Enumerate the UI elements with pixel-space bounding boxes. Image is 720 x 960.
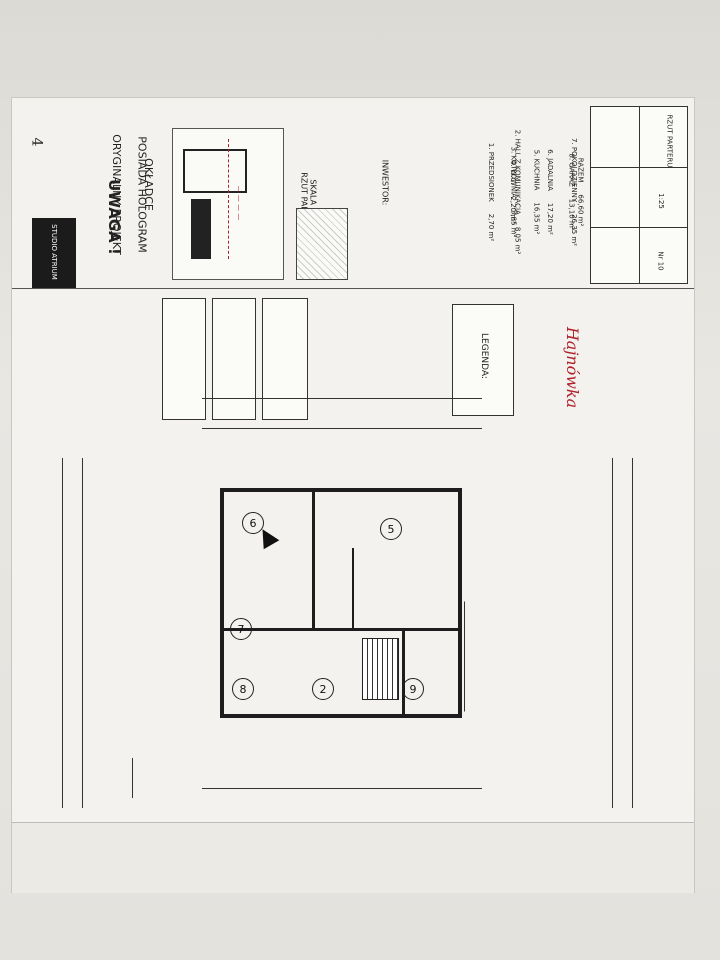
wall-inner-v3 xyxy=(352,548,354,628)
dim-line-left xyxy=(62,458,63,808)
room-number-6: 6 xyxy=(242,512,264,534)
dim-line-top xyxy=(202,398,482,399)
room-schedule-area: 2,70 m² xyxy=(487,213,496,242)
legend-title: LEGENDA: xyxy=(478,333,489,379)
note-box-3 xyxy=(262,298,308,420)
header-band: STUDIO ATRIUM 4 UWAGA ! ORYGINALNY PROJE… xyxy=(12,98,694,289)
note-box-2 xyxy=(212,298,256,420)
studio-logo: STUDIO ATRIUM xyxy=(32,218,76,288)
logo-text: STUDIO ATRIUM xyxy=(50,224,58,280)
room-schedule-num: 8. xyxy=(567,153,576,161)
room-schedule-name: GARAŻ xyxy=(567,162,576,187)
page-number-mark: 4 xyxy=(28,137,45,147)
original-project-note: UWAGA ! ORYGINALNY PROJEKT POSIADA HOLOG… xyxy=(82,118,168,278)
red-annotation: — — — — xyxy=(234,185,243,221)
title-block: RZUT PARTERU 1:25 Nr 10 xyxy=(590,106,688,284)
wall-top xyxy=(220,488,460,492)
titleblock-scale: 1:25 xyxy=(656,193,665,209)
wall-inner-v2 xyxy=(402,628,405,718)
room-schedule-area: 2,20 m² xyxy=(508,196,517,224)
dim-line-right-2 xyxy=(632,458,633,808)
dim-line-top-2 xyxy=(202,428,482,429)
wall-inner-v xyxy=(312,488,315,628)
note-box-1 xyxy=(162,298,206,420)
room-schedule-num: 6. xyxy=(545,149,554,156)
titleblock-sheet: RZUT PARTERU xyxy=(665,114,674,168)
section-detail-1: — — — — xyxy=(172,128,284,280)
wall-inner-h xyxy=(220,628,460,631)
titleblock-number: Nr 10 xyxy=(656,251,665,271)
room-schedule-area: 13,10 m² xyxy=(567,198,576,231)
room-number-7: 7 xyxy=(230,618,252,640)
dim-line-bottom xyxy=(202,788,482,789)
room-schedule-num: 7. xyxy=(569,138,578,145)
room-schedule-num: 4. xyxy=(508,160,517,167)
room-schedule-name: W.C. xyxy=(508,169,517,185)
elevation-notes xyxy=(132,758,183,798)
room-schedule-num: 1. xyxy=(487,142,496,150)
dim-line-right xyxy=(612,458,613,808)
legend-box: LEGENDA: xyxy=(452,304,514,416)
room-schedule-name: RAZEM xyxy=(576,157,585,183)
garage-slope xyxy=(464,601,505,725)
wall-right xyxy=(458,488,462,718)
room-schedule-row: 5. KUCHNIA 16,35 m² xyxy=(532,150,540,235)
room-schedule-row: 4. W.C. 2,20 m² xyxy=(509,160,517,224)
section-detail-2b xyxy=(296,208,348,280)
room-schedule-num: 3. xyxy=(509,146,518,154)
bottom-strip xyxy=(12,822,694,893)
floor-plan xyxy=(212,488,512,725)
room-schedule-area: 17,20 m² xyxy=(545,202,554,235)
room-schedule-area: 66,60 m² xyxy=(576,194,585,227)
room-schedule-name: PRZEDSIONEK xyxy=(487,151,496,202)
room-schedule-row: RAZEM 66,60 m² xyxy=(576,158,584,227)
room-schedule-area: 16,35 m² xyxy=(532,202,541,235)
room-schedule-row: 8. GARAŻ 13,10 m² xyxy=(568,153,576,230)
drawing-sheet: STUDIO ATRIUM 4 UWAGA ! ORYGINALNY PROJE… xyxy=(12,98,694,893)
room-number-2: 2 xyxy=(312,678,334,700)
room-number-5: 5 xyxy=(380,518,402,540)
room-schedule-row: 1. PRZEDSIONEK 2,70 m² xyxy=(487,143,495,241)
room-number-8: 8 xyxy=(232,678,254,700)
room-schedule-name: JADALNIA xyxy=(545,158,554,191)
room-schedule-num: 5. xyxy=(532,149,541,157)
wall-left xyxy=(220,488,224,718)
room-schedule-num: 2. xyxy=(513,129,522,137)
note-line2: ORYGINALNY PROJEKT xyxy=(109,134,123,255)
room-schedule-row: 6. JADALNIA 17,20 m² xyxy=(546,149,554,235)
wall-bottom xyxy=(220,714,460,718)
signature: Hajnówka xyxy=(563,326,583,409)
investor-label: INWESTOR: xyxy=(380,159,390,206)
room-schedule-name: KUCHNIA xyxy=(532,158,541,191)
room-number-9: 9 xyxy=(402,678,424,700)
dim-line-left-2 xyxy=(82,458,83,808)
note-line4: OKŁADCE xyxy=(141,158,155,211)
stair xyxy=(362,638,399,700)
